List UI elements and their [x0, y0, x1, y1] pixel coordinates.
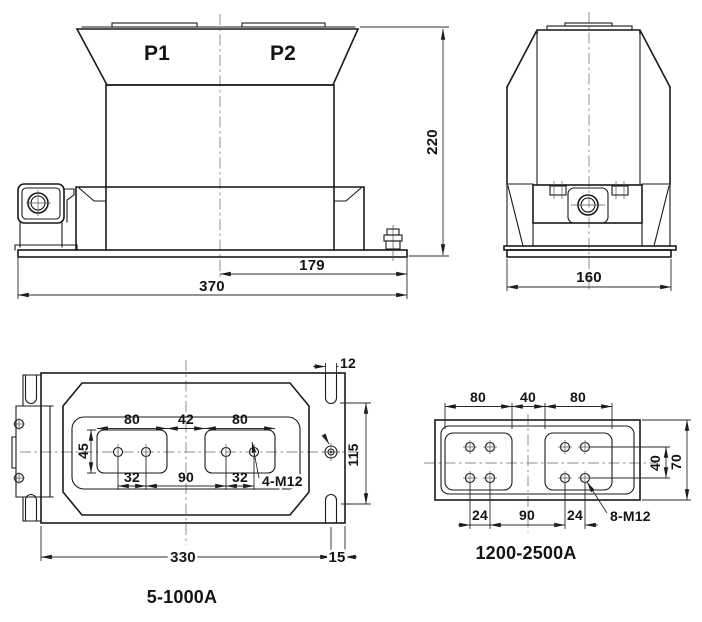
dim-front-total-width: 370 [199, 278, 225, 295]
front-secondary-terminal-box [14, 183, 78, 251]
dim-bs-pad-width-left: 80 [124, 411, 140, 427]
bottom-view-small: 80 42 80 45 32 90 32 4-M12 115 12 [11, 353, 371, 607]
dim-bs-length-to-slot: 330 [170, 549, 196, 566]
dim-bl-hole-pitch-left: 24 [472, 507, 488, 523]
side-view: 160 [503, 12, 677, 292]
side-base-plate [506, 249, 672, 258]
dim-bl-hole-span-center: 90 [519, 507, 535, 523]
dim-bs-hole-pitch-right: 32 [232, 469, 248, 485]
dim-bs-pad-height: 45 [75, 443, 91, 459]
bl-primary-pads [444, 432, 613, 491]
dim-bs-thread-spec: 4-M12 [262, 473, 303, 489]
dim-front-center-to-right: 179 [299, 257, 325, 274]
dim-bs-pad-width-right: 80 [232, 411, 248, 427]
dim-bl-thread-spec: 8-M12 [610, 508, 651, 524]
dim-bl-hole-row-gap: 40 [647, 455, 663, 471]
dim-bs-hole-pitch-left: 32 [124, 469, 140, 485]
dim-bl-pad-height: 70 [668, 454, 684, 470]
dim-front-height: 220 [424, 129, 441, 155]
mounting-slots [24, 372, 338, 524]
front-dimensions: 220 179 370 [17, 26, 449, 299]
side-body-outline [503, 22, 677, 258]
base-plate [17, 249, 408, 258]
bs-ground-screw-symbol [321, 433, 340, 461]
dim-bs-slot-width: 12 [340, 355, 356, 371]
bs-dimensions: 80 42 80 45 32 90 32 4-M12 115 12 [40, 353, 371, 569]
dim-bl-pad-gap: 40 [520, 389, 536, 405]
bs-plate-outline [22, 372, 346, 524]
bottom-view-large: 80 40 80 40 70 24 90 24 8-M12 1200-2500A [424, 389, 691, 563]
bl-dimensions: 80 40 80 40 70 24 90 24 8-M12 [444, 389, 691, 529]
front-view: P1 P2 220 179 370 [14, 14, 449, 299]
front-body-outline [17, 22, 408, 258]
bl-center-lines [424, 414, 656, 532]
terminal-label-p2: P2 [270, 42, 296, 65]
caption-bottom-view-large: 1200-2500A [475, 543, 576, 563]
dim-bl-pad-width-right: 80 [570, 389, 586, 405]
bs-center-lines [20, 360, 362, 545]
dim-bl-hole-pitch-right: 24 [567, 507, 583, 523]
dim-bs-pad-gap: 42 [178, 411, 194, 427]
dim-bl-pad-width-left: 80 [470, 389, 486, 405]
dim-bs-mount-height: 115 [345, 443, 361, 466]
bs-terminal-block [11, 405, 54, 498]
terminal-label-p1: P1 [144, 42, 170, 65]
bl-plate-outline [434, 419, 641, 501]
front-ground-bolt [383, 225, 403, 261]
dim-side-depth: 160 [576, 269, 602, 286]
caption-bottom-view-small: 5-1000A [147, 587, 217, 607]
dim-bs-hole-span-center: 90 [178, 469, 194, 485]
dim-bs-slot-to-edge: 15 [328, 549, 345, 566]
side-dimensions: 160 [506, 259, 672, 291]
